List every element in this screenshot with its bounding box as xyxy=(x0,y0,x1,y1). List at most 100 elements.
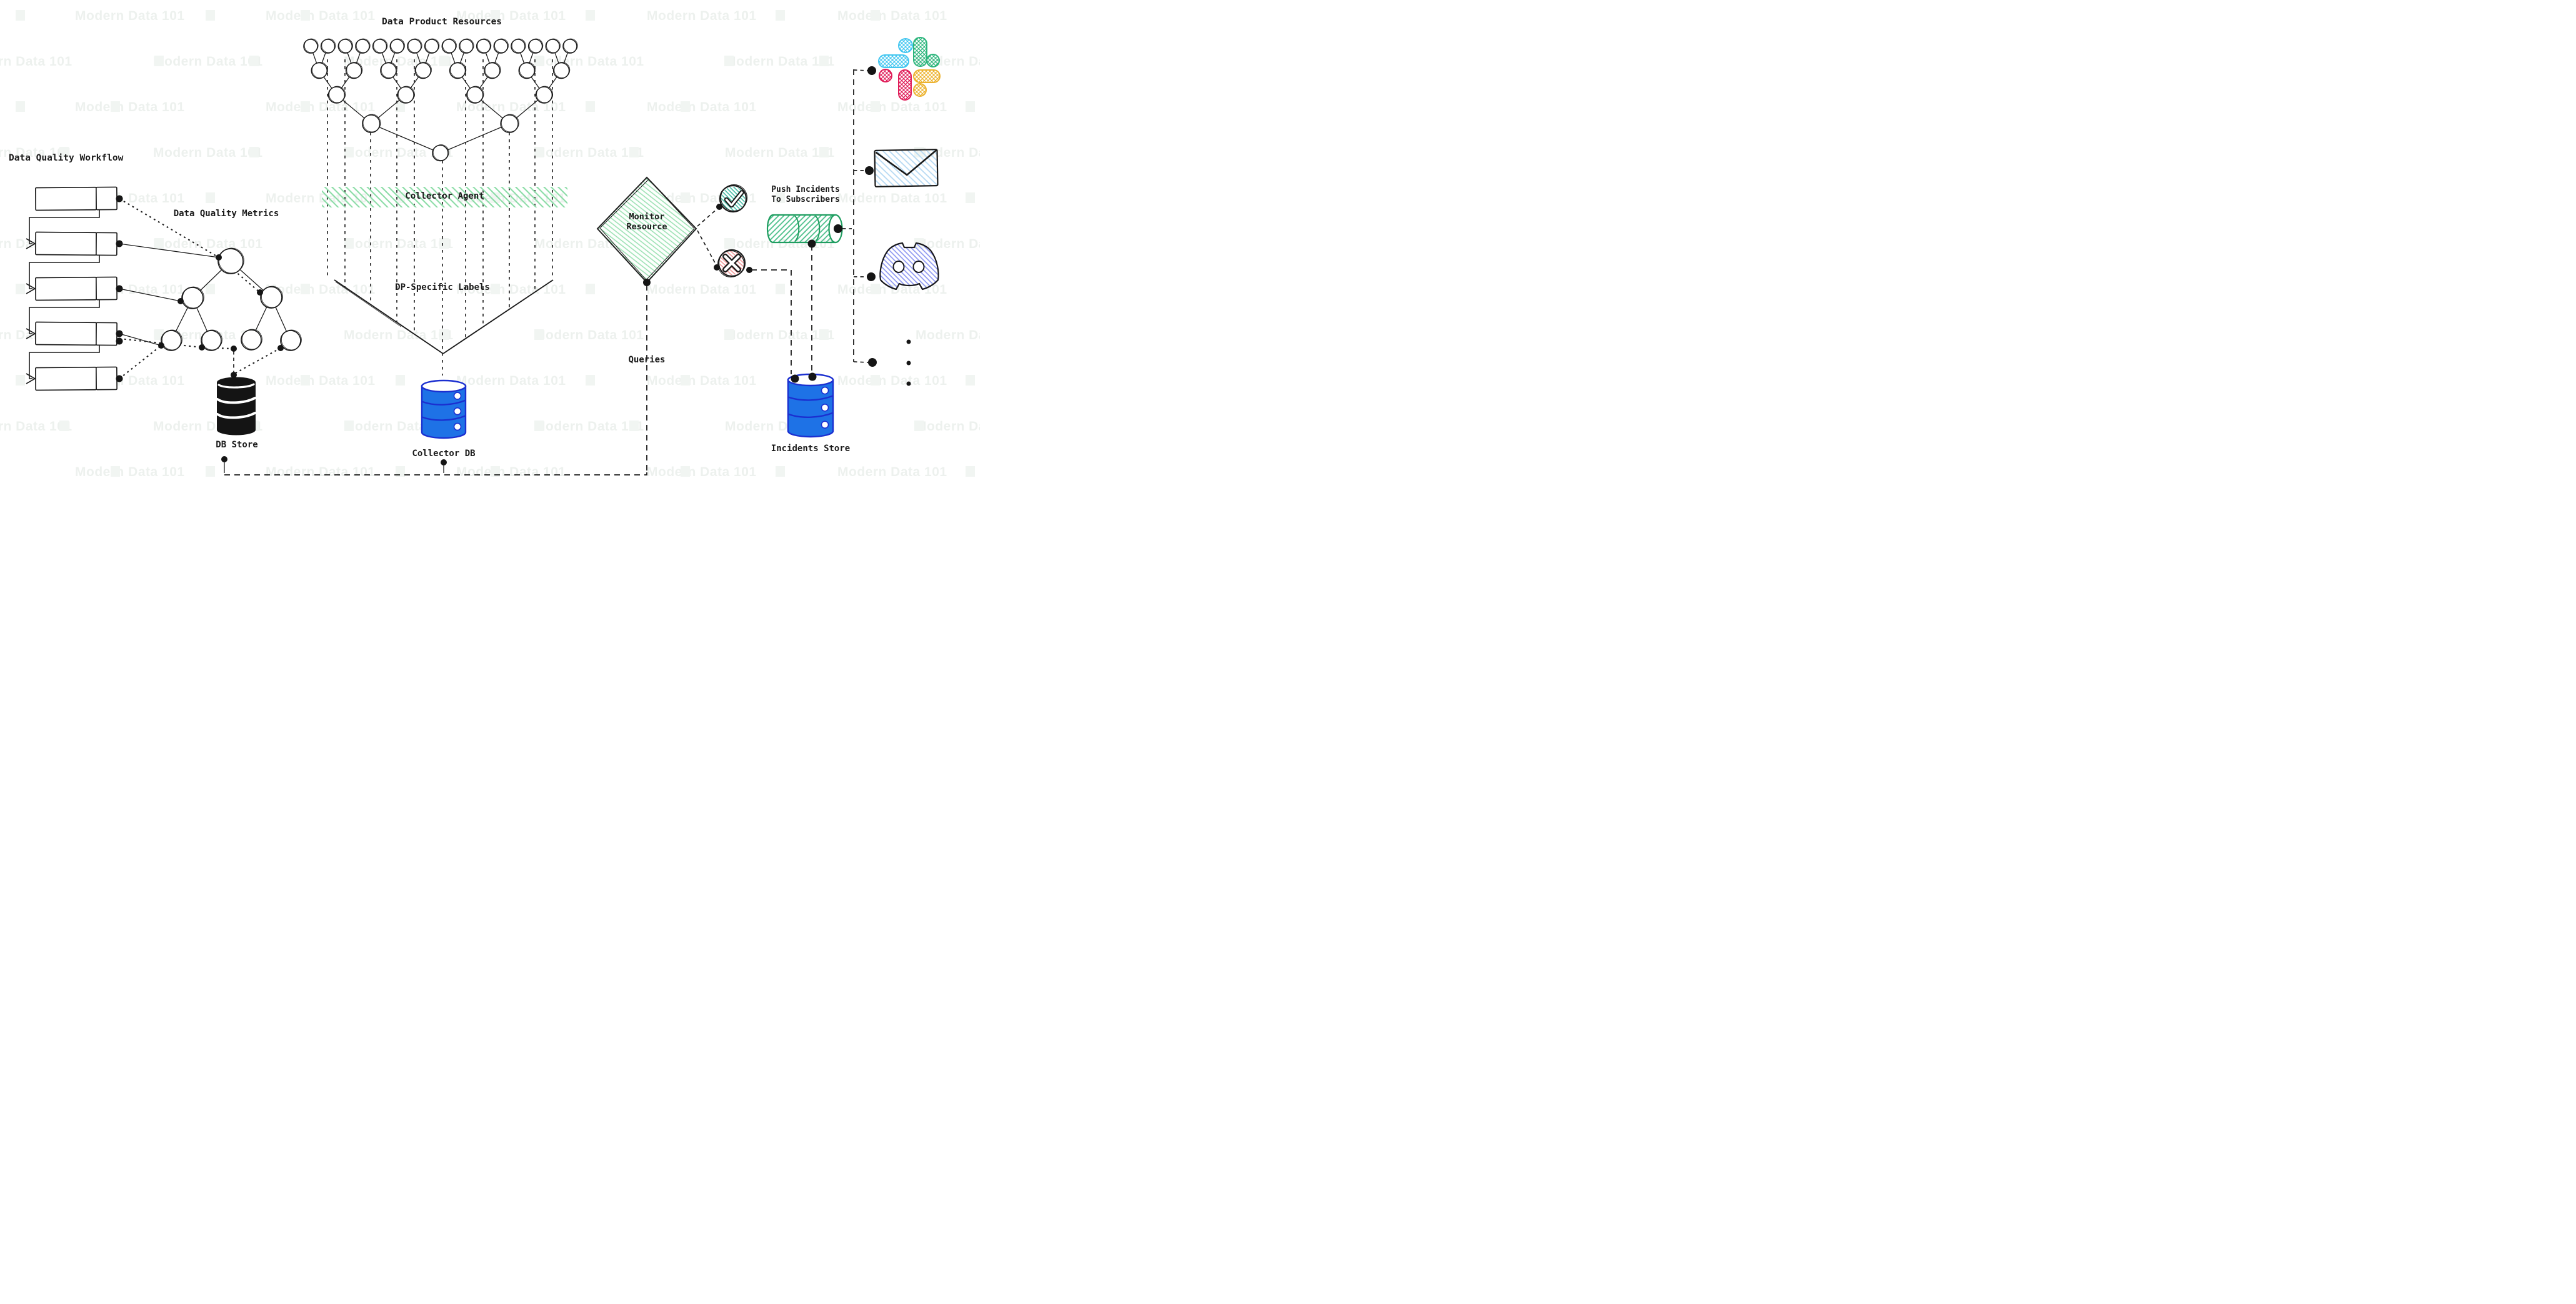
workflow-task-row xyxy=(35,276,117,301)
watermark-text: Modern Data 101 xyxy=(266,100,376,114)
task-connector xyxy=(29,345,100,379)
watermark-text: Modern Data 101 xyxy=(837,191,947,206)
ellipsis-dot xyxy=(906,339,911,344)
watermark-square xyxy=(249,56,259,66)
watermark-square xyxy=(59,421,69,431)
watermark-text: Modern Data 101 xyxy=(837,282,947,297)
resource-node-sketch xyxy=(442,38,457,53)
collector-db-cylinder-hole xyxy=(453,407,462,416)
watermark-text: Modern Data 101 xyxy=(725,328,835,342)
watermark-square xyxy=(111,101,120,112)
task-bar xyxy=(35,231,97,256)
resource-node xyxy=(511,39,526,54)
resource-node-sketch xyxy=(450,62,467,78)
resource-node xyxy=(337,39,353,54)
resource-node xyxy=(527,39,543,54)
watermark-square xyxy=(966,466,975,477)
watermark-text: Modern Data 101 xyxy=(153,146,263,160)
watermark-square xyxy=(491,284,500,294)
watermark-square xyxy=(819,147,829,157)
watermark-text: Modern Data 101 xyxy=(837,9,947,23)
resource-node xyxy=(372,39,387,54)
resource-node-sketch xyxy=(381,62,397,78)
resource-node xyxy=(552,62,570,79)
watermark-square xyxy=(871,101,880,112)
resource-node-sketch xyxy=(346,62,363,78)
metric-node-sketch xyxy=(201,329,222,351)
resource-node-sketch xyxy=(494,38,509,53)
resource-node-sketch xyxy=(563,38,578,53)
metric-dotted-link xyxy=(218,257,261,293)
collector-agent-label: Collector Agent xyxy=(405,191,484,201)
resource-node xyxy=(362,114,381,133)
watermark-square xyxy=(301,375,310,386)
watermark-text: Modern Data 101 xyxy=(916,328,980,342)
metric-solid-link xyxy=(119,243,219,258)
watermark-text: Modern Data 101 xyxy=(837,100,947,114)
watermark-square xyxy=(724,56,734,66)
metric-node-sketch xyxy=(218,247,244,274)
queries-label: Queries xyxy=(628,355,666,365)
monitor-to-cross-dash xyxy=(697,230,717,267)
metrics-title: Data Quality Metrics xyxy=(173,209,279,219)
resource-node-sketch xyxy=(477,38,492,53)
collector-db-cylinder-hole xyxy=(453,422,462,431)
metric-node-dot xyxy=(216,254,222,261)
watermark-square xyxy=(439,56,449,66)
db-store-band xyxy=(216,412,256,419)
bottom-feedback-dash xyxy=(224,472,647,475)
watermark-square xyxy=(206,192,215,203)
resource-node xyxy=(449,62,466,79)
watermark-text: Modern Data 101 xyxy=(647,465,757,479)
discord-icon xyxy=(879,242,939,291)
metric-node-sketch xyxy=(241,329,262,350)
cross-to-incidents-dash xyxy=(751,269,792,374)
resource-node xyxy=(545,39,561,54)
task-arrowhead xyxy=(26,328,36,339)
metric-node-dot xyxy=(199,344,205,351)
metric-node xyxy=(201,330,222,351)
incidents-store-cylinder-hole xyxy=(821,404,829,412)
watermark-text: Modern Data 101 xyxy=(916,237,980,251)
watermark-text: Modern Data 101 xyxy=(647,282,757,297)
watermark-text: Modern Data 101 xyxy=(0,146,72,160)
metric-node-dot xyxy=(277,345,284,351)
resource-node xyxy=(484,62,501,79)
watermark-text: Modern Data 101 xyxy=(344,237,454,251)
metric-dotted-link xyxy=(119,345,162,379)
resource-node-sketch xyxy=(529,38,544,53)
watermark-square xyxy=(206,466,215,477)
watermark-square xyxy=(871,10,880,21)
watermark-text: Modern Data 101 xyxy=(153,54,263,69)
resource-node-sketch xyxy=(546,38,561,53)
watermark-square xyxy=(586,10,595,21)
watermark-text: Modern Data 101 xyxy=(266,282,376,297)
resource-node-sketch xyxy=(519,62,536,78)
watermark-text: Modern Data 101 xyxy=(456,100,566,114)
watermark-text: Modern Data 101 xyxy=(0,419,72,434)
watermark-square xyxy=(586,101,595,112)
resource-node xyxy=(562,39,577,54)
resource-node xyxy=(380,62,397,79)
watermark-square xyxy=(871,284,880,294)
task-connector xyxy=(29,255,100,289)
task-arrowhead xyxy=(26,283,36,294)
watermark-square xyxy=(154,56,164,66)
bus-to-slack-stub xyxy=(853,69,869,71)
watermark-square xyxy=(534,421,544,431)
metric-solid-link xyxy=(119,288,181,302)
resource-node xyxy=(476,39,491,54)
watermark-text: Modern Data 101 xyxy=(837,465,947,479)
metric-node xyxy=(217,248,244,274)
watermark-square xyxy=(819,56,829,66)
resource-node-sketch xyxy=(321,38,336,53)
watermark-square xyxy=(776,284,785,294)
watermark-text: Modern Data 101 xyxy=(344,146,454,160)
task-bar xyxy=(35,366,97,391)
watermark-square xyxy=(206,284,215,294)
metric-solid-link xyxy=(119,333,162,346)
resource-node xyxy=(518,62,536,79)
workflow-task-row xyxy=(35,321,117,346)
dp-labels-funnel xyxy=(334,279,554,354)
task-segment xyxy=(96,186,117,211)
